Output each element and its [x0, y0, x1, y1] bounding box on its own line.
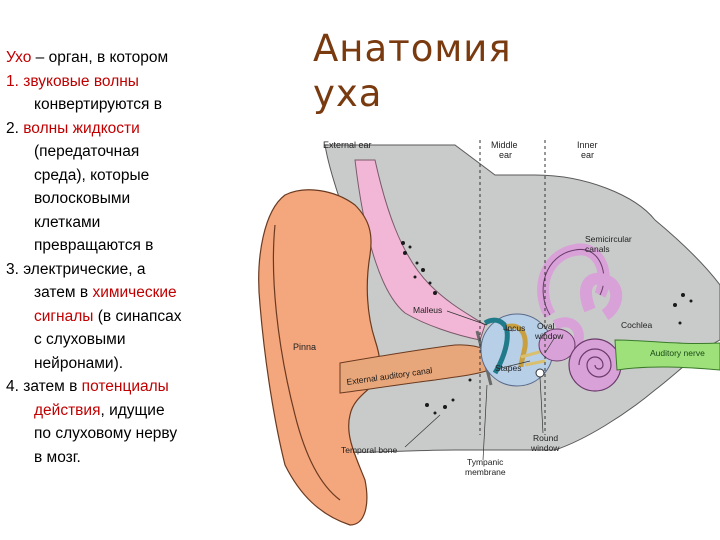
line-16-text: , идущие	[100, 402, 164, 419]
signals-term: сигналы	[34, 308, 93, 325]
label-semicircular-1: Semicircular	[585, 234, 632, 244]
line-1: Ухо – орган, в котором	[6, 46, 242, 70]
line-14: нейронами).	[6, 352, 242, 376]
item-1-number: 1.	[6, 73, 23, 90]
potentials-term: потенциалы	[82, 378, 169, 395]
line-8: клетками	[6, 211, 242, 235]
line-2: 1. звуковые волны	[6, 70, 242, 94]
label-pinna: Pinna	[293, 342, 316, 352]
label-oval-window-1: Oval	[537, 321, 555, 331]
line-10: 3. электрические, а	[6, 258, 242, 282]
label-oval-window-2: window	[534, 331, 564, 341]
label-auditory-nerve: Auditory nerve	[650, 348, 705, 358]
label-middle-ear-2: ear	[499, 150, 512, 160]
label-middle-ear-1: Middle	[491, 140, 518, 150]
label-round-window-2: window	[530, 443, 560, 453]
line-11: затем в химические	[6, 281, 242, 305]
line-12: сигналы (в синапсах	[6, 305, 242, 329]
line-4: 2. волны жидкости	[6, 117, 242, 141]
line-7: волосковыми	[6, 187, 242, 211]
label-external-ear: External ear	[323, 140, 372, 150]
sound-waves-term: звуковые волны	[23, 73, 139, 90]
label-tympanic-2: membrane	[465, 467, 506, 477]
line-17: по слуховому нерву	[6, 422, 242, 446]
label-inner-ear-1: Inner	[577, 140, 598, 150]
line-11-text: затем в	[34, 284, 92, 301]
line-1-text: – орган, в котором	[31, 49, 168, 66]
label-tympanic-1: Tympanic	[467, 457, 504, 467]
action-term: действия	[34, 402, 100, 419]
fluid-waves-term: волны жидкости	[23, 120, 140, 137]
slide-title: Анатомия уха	[313, 26, 573, 116]
line-12-text: (в синапсах	[93, 308, 181, 325]
chemical-term: химические	[92, 284, 176, 301]
line-9: превращаются в	[6, 234, 242, 258]
ear-anatomy-diagram: External ear Middle ear Inner ear Semici…	[255, 135, 720, 530]
body-text: Ухо – орган, в котором 1. звуковые волны…	[6, 46, 242, 469]
label-semicircular-2: canals	[585, 244, 610, 254]
label-inner-ear-2: ear	[581, 150, 594, 160]
line-15: 4. затем в потенциалы	[6, 375, 242, 399]
line-13: с слуховыми	[6, 328, 242, 352]
label-malleus: Malleus	[413, 305, 442, 315]
item-2-number: 2.	[6, 120, 23, 137]
line-6: среда), которые	[6, 164, 242, 188]
label-temporal-bone: Temporal bone	[341, 445, 398, 455]
line-16: действия, идущие	[6, 399, 242, 423]
item-4-number: 4. затем в	[6, 378, 82, 395]
line-18: в мозг.	[6, 446, 242, 470]
label-cochlea: Cochlea	[621, 320, 652, 330]
label-stapes: Stapes	[495, 363, 521, 373]
label-incus: Incus	[505, 323, 525, 333]
ear-word: Ухо	[6, 49, 31, 66]
line-5: (передаточная	[6, 140, 242, 164]
round-window-shape	[536, 369, 544, 377]
label-round-window-1: Round	[533, 433, 558, 443]
pinna-shape	[259, 190, 380, 525]
line-3: конвертируются в	[6, 93, 242, 117]
